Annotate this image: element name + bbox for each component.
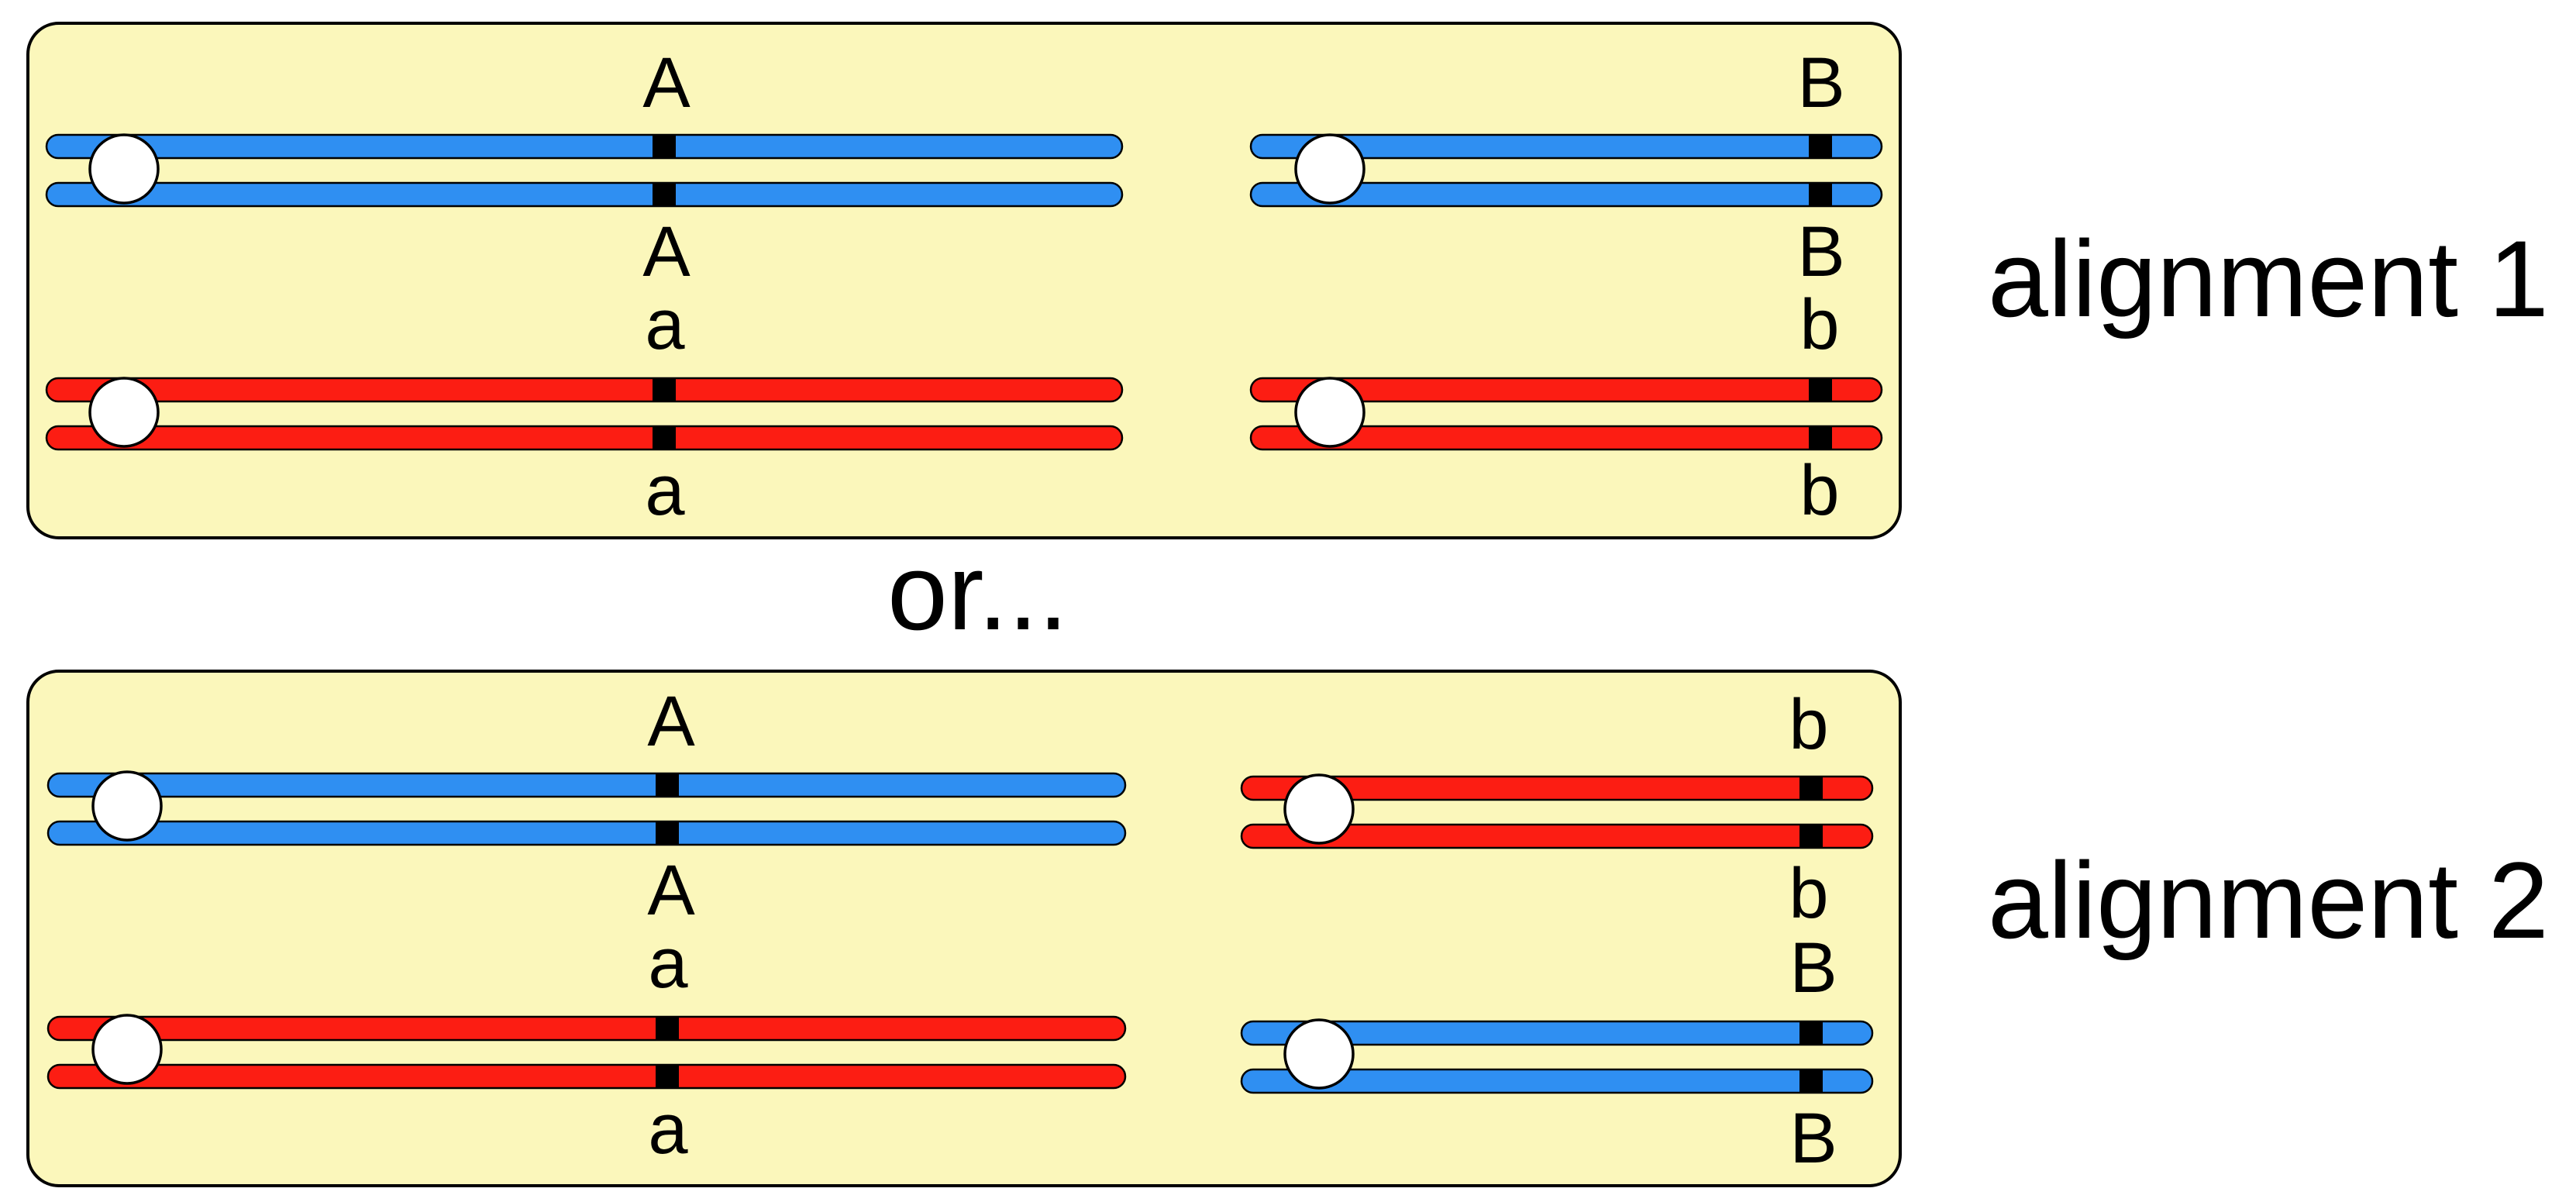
alignment-1-caption: alignment 1 [1988, 218, 2549, 339]
chromatid [45, 181, 1124, 208]
centromere [91, 770, 163, 842]
centromere [88, 133, 160, 205]
allele-label: A [647, 851, 695, 930]
chromatid [1240, 1020, 1874, 1046]
locus-band [1809, 378, 1832, 401]
alignment-1-panel [26, 22, 1902, 539]
locus-band [1799, 825, 1823, 848]
allele-label: b [1789, 685, 1828, 764]
alignment-2: A A a a b b [26, 670, 1902, 1187]
allele-label: B [1797, 212, 1844, 291]
locus-band [656, 1017, 679, 1040]
chromatid [46, 1015, 1127, 1042]
alignment-1-bottom-right-pair: b b [1249, 285, 1883, 530]
centromere [1294, 377, 1365, 448]
or-connector: or... [887, 531, 1068, 653]
allele-label: a [648, 1090, 688, 1169]
locus-band [1809, 183, 1832, 206]
allele-label: B [1789, 928, 1837, 1007]
alignment-1-top-right-pair: B B [1249, 43, 1883, 291]
centromere [91, 1014, 163, 1085]
allele-label: a [645, 451, 685, 530]
locus-band [656, 1065, 679, 1088]
locus-band [653, 378, 676, 401]
alignment-2-top-left-pair: A A [46, 682, 1127, 930]
centromere [1283, 1018, 1355, 1090]
centromere [1283, 773, 1355, 845]
alignment-1-bottom-left-pair: a a [45, 285, 1124, 530]
allele-label: A [642, 212, 690, 291]
locus-band [653, 135, 676, 158]
chromatid [45, 377, 1124, 403]
allele-label: a [648, 924, 688, 1003]
allele-label: B [1797, 43, 1844, 122]
chromatid [46, 820, 1127, 846]
centromere [1294, 133, 1365, 205]
allele-label: b [1799, 285, 1839, 364]
locus-band [656, 773, 679, 797]
locus-band [1799, 777, 1823, 800]
locus-band [653, 426, 676, 449]
locus-band [653, 183, 676, 206]
chromatid [1249, 425, 1883, 451]
centromere [88, 377, 160, 448]
alignment-1: A A a a B B [26, 22, 1902, 539]
allele-label: a [645, 285, 685, 364]
allele-label: A [642, 43, 690, 122]
chromatid [45, 425, 1124, 451]
chromatid [1249, 133, 1883, 160]
locus-band [1809, 135, 1832, 158]
alignment-1-top-left-pair: A A [45, 43, 1124, 291]
alignment-2-bottom-left-pair: a a [46, 924, 1127, 1169]
locus-band [1799, 1069, 1823, 1093]
chromatid [46, 772, 1127, 798]
chromatid [46, 1063, 1127, 1090]
chromatid [1249, 181, 1883, 208]
chromatid [1249, 377, 1883, 403]
chromatid [45, 133, 1124, 160]
chromatid [1240, 775, 1874, 801]
chromatid [1240, 1068, 1874, 1094]
alignment-2-top-right-pair: b b [1240, 685, 1874, 933]
allele-label: A [647, 682, 695, 761]
allele-label: b [1799, 451, 1839, 530]
alignment-2-panel [26, 670, 1902, 1187]
locus-band [1809, 426, 1832, 449]
allele-label: B [1789, 1099, 1837, 1178]
allele-label: b [1789, 854, 1828, 933]
alignment-2-bottom-right-pair: B B [1240, 928, 1874, 1178]
locus-band [1799, 1021, 1823, 1045]
locus-band [656, 821, 679, 845]
chromatid [1240, 823, 1874, 849]
alignment-2-caption: alignment 2 [1988, 839, 2549, 961]
